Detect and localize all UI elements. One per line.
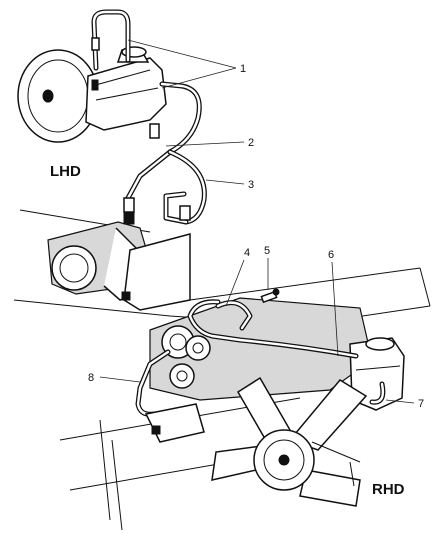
rhd-pressure-hose [187, 299, 386, 405]
lhd-pump-reservoir [85, 46, 167, 131]
pressure-hose [123, 81, 202, 213]
lhd-label: LHD [50, 163, 81, 180]
callout-6: 6 [328, 249, 334, 261]
callout-8: 8 [88, 372, 94, 384]
callout-2: 2 [248, 137, 254, 149]
callout-7: 7 [418, 398, 424, 410]
rhd-label: RHD [372, 481, 405, 498]
callout-1: 1 [240, 63, 246, 75]
leader-lines [99, 39, 415, 404]
callout-4: 4 [244, 247, 250, 259]
callout-3: 3 [248, 179, 254, 191]
bolt-5 [260, 288, 280, 304]
rhd-pulleys [161, 325, 211, 389]
lhd-pump-pulley [17, 49, 99, 143]
return-tube-top [91, 9, 131, 71]
rhd-pump-reservoir [349, 337, 405, 411]
lhd-steering-gear [13, 209, 261, 323]
rhd-steering-gear [144, 403, 205, 443]
callout-5: 5 [264, 245, 270, 257]
return-hose [163, 149, 207, 225]
fan-pulley [253, 429, 361, 491]
